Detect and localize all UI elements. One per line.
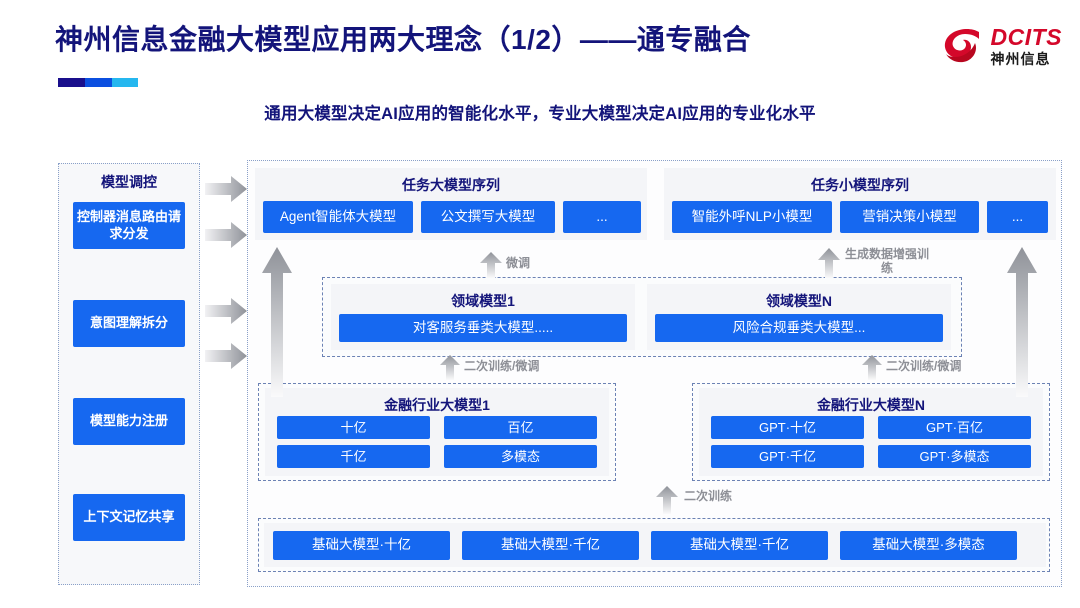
up-arrow-icon-right-tall (1007, 247, 1037, 397)
industry-model-n-multimodal[interactable]: GPT·多模态 (878, 445, 1031, 468)
industry-model-1-items: 十亿 百亿 千亿 多模态 (277, 416, 597, 468)
arrow-label-retrain-tune-left: 二次训练/微调 (464, 359, 540, 373)
logo-en-text: DCITS (990, 24, 1062, 50)
domain-models-container: 领域模型1 对客服务垂类大模型..... 领域模型N 风险合规垂类大模型... (322, 277, 962, 357)
industry-model-1-multimodal[interactable]: 多模态 (444, 445, 597, 468)
task-model-outbound-nlp[interactable]: 智能外呼NLP小模型 (672, 201, 832, 233)
company-logo: DCITS 神州信息 (939, 20, 1063, 72)
base-model-billion[interactable]: 基础大模型·十亿 (273, 531, 450, 560)
page-title: 神州信息金融大模型应用两大理念（1/2）——通专融合 (55, 24, 751, 55)
domain-model-n-panel: 领域模型N 风险合规垂类大模型... (647, 284, 951, 350)
industry-model-n-panel: 金融行业大模型N GPT·十亿 GPT·百亿 GPT·千亿 GPT·多模态 (699, 388, 1043, 476)
control-item-context-memory[interactable]: 上下文记忆共享 (73, 494, 185, 541)
up-arrow-icon-secondary-training (656, 486, 678, 514)
domain-model-1-item[interactable]: 对客服务垂类大模型..... (339, 314, 627, 342)
base-model-hundred-billion-2[interactable]: 基础大模型·千亿 (651, 531, 828, 560)
base-model-multimodal[interactable]: 基础大模型·多模态 (840, 531, 1017, 560)
side-arrow-right-icon-2 (205, 222, 247, 248)
base-models-items: 基础大模型·十亿 基础大模型·千亿 基础大模型·千亿 基础大模型·多模态 (273, 531, 1017, 560)
up-arrow-icon-retrain-left (440, 355, 460, 380)
control-item-intent-understanding[interactable]: 意图理解拆分 (73, 300, 185, 347)
base-model-hundred-billion-1[interactable]: 基础大模型·千亿 (462, 531, 639, 560)
title-accent-bar (58, 78, 138, 87)
logo-cn-text: 神州信息 (990, 51, 1051, 67)
task-model-marketing-decision[interactable]: 营销决策小模型 (840, 201, 979, 233)
domain-model-1-title: 领域模型1 (451, 293, 515, 309)
task-small-model-sequence-panel: 任务小模型序列 智能外呼NLP小模型 营销决策小模型 ... (664, 168, 1056, 240)
industry-model-1-scale-billion[interactable]: 十亿 (277, 416, 430, 439)
task-model-more[interactable]: ... (563, 201, 641, 233)
domain-model-1-panel: 领域模型1 对客服务垂类大模型..... (331, 284, 635, 350)
industry-model-1-panel: 金融行业大模型1 十亿 百亿 千亿 多模态 (265, 388, 609, 476)
control-panel-title: 模型调控 (101, 174, 157, 190)
base-models-container: 基础大模型·十亿 基础大模型·千亿 基础大模型·千亿 基础大模型·多模态 (258, 518, 1050, 572)
arrow-label-fine-tune: 微调 (506, 256, 531, 270)
arrow-label-retrain-tune-right: 二次训练/微调 (886, 359, 962, 373)
industry-model-n-title: 金融行业大模型N (816, 397, 926, 413)
accent-segment-2 (85, 78, 112, 87)
task-large-model-sequence-panel: 任务大模型序列 Agent智能体大模型 公文撰写大模型 ... (255, 168, 647, 240)
page-subtitle: 通用大模型决定AI应用的智能化水平，专业大模型决定AI应用的专业化水平 (264, 105, 816, 123)
industry-model-n-container: 金融行业大模型N GPT·十亿 GPT·百亿 GPT·千亿 GPT·多模态 (692, 383, 1050, 481)
industry-model-1-scale-ten-billion[interactable]: 百亿 (444, 416, 597, 439)
industry-model-n-items: GPT·十亿 GPT·百亿 GPT·千亿 GPT·多模态 (711, 416, 1031, 468)
task-small-model-sequence-title: 任务小模型序列 (811, 177, 909, 193)
up-arrow-icon-retrain-right (862, 355, 882, 380)
control-item-message-routing[interactable]: 控制器消息路由请求分发 (73, 202, 185, 249)
industry-model-1-container: 金融行业大模型1 十亿 百亿 千亿 多模态 (258, 383, 616, 481)
control-panel: 模型调控 控制器消息路由请求分发 意图理解拆分 模型能力注册 上下文记忆共享 (58, 163, 200, 585)
industry-model-1-title: 金融行业大模型1 (384, 397, 490, 413)
task-large-model-items: Agent智能体大模型 公文撰写大模型 ... (263, 201, 641, 233)
task-model-small-more[interactable]: ... (987, 201, 1048, 233)
base-models-panel: 基础大模型·十亿 基础大模型·千亿 基础大模型·千亿 基础大模型·多模态 (264, 523, 1046, 567)
side-arrow-right-icon-3 (205, 298, 247, 324)
up-arrow-icon-left-tall (262, 247, 292, 397)
side-arrow-right-icon-4 (205, 343, 247, 369)
control-item-capability-registry[interactable]: 模型能力注册 (73, 398, 185, 445)
domain-model-n-title: 领域模型N (765, 293, 833, 309)
task-small-model-items: 智能外呼NLP小模型 营销决策小模型 ... (672, 201, 1048, 233)
arrow-label-data-augment: 生成数据增强训练 (844, 247, 929, 275)
industry-model-1-scale-hundred-billion[interactable]: 千亿 (277, 445, 430, 468)
logo-text: DCITS 神州信息 (990, 24, 1063, 67)
industry-model-n-scale-billion[interactable]: GPT·十亿 (711, 416, 864, 439)
accent-segment-1 (58, 78, 85, 87)
task-model-agent[interactable]: Agent智能体大模型 (263, 201, 413, 233)
industry-model-n-scale-ten-billion[interactable]: GPT·百亿 (878, 416, 1031, 439)
up-arrow-icon-fine-tune (480, 252, 502, 278)
side-arrow-right-icon-1 (205, 176, 247, 202)
dcits-swirl-icon (939, 23, 985, 69)
task-model-document-writing[interactable]: 公文撰写大模型 (421, 201, 555, 233)
up-arrow-icon-data-augment (818, 248, 840, 278)
accent-segment-3 (112, 78, 138, 87)
domain-model-n-item[interactable]: 风险合规垂类大模型... (655, 314, 943, 342)
arrow-label-secondary-training: 二次训练 (684, 489, 733, 503)
task-large-model-sequence-title: 任务大模型序列 (402, 177, 500, 193)
industry-model-n-scale-hundred-billion[interactable]: GPT·千亿 (711, 445, 864, 468)
